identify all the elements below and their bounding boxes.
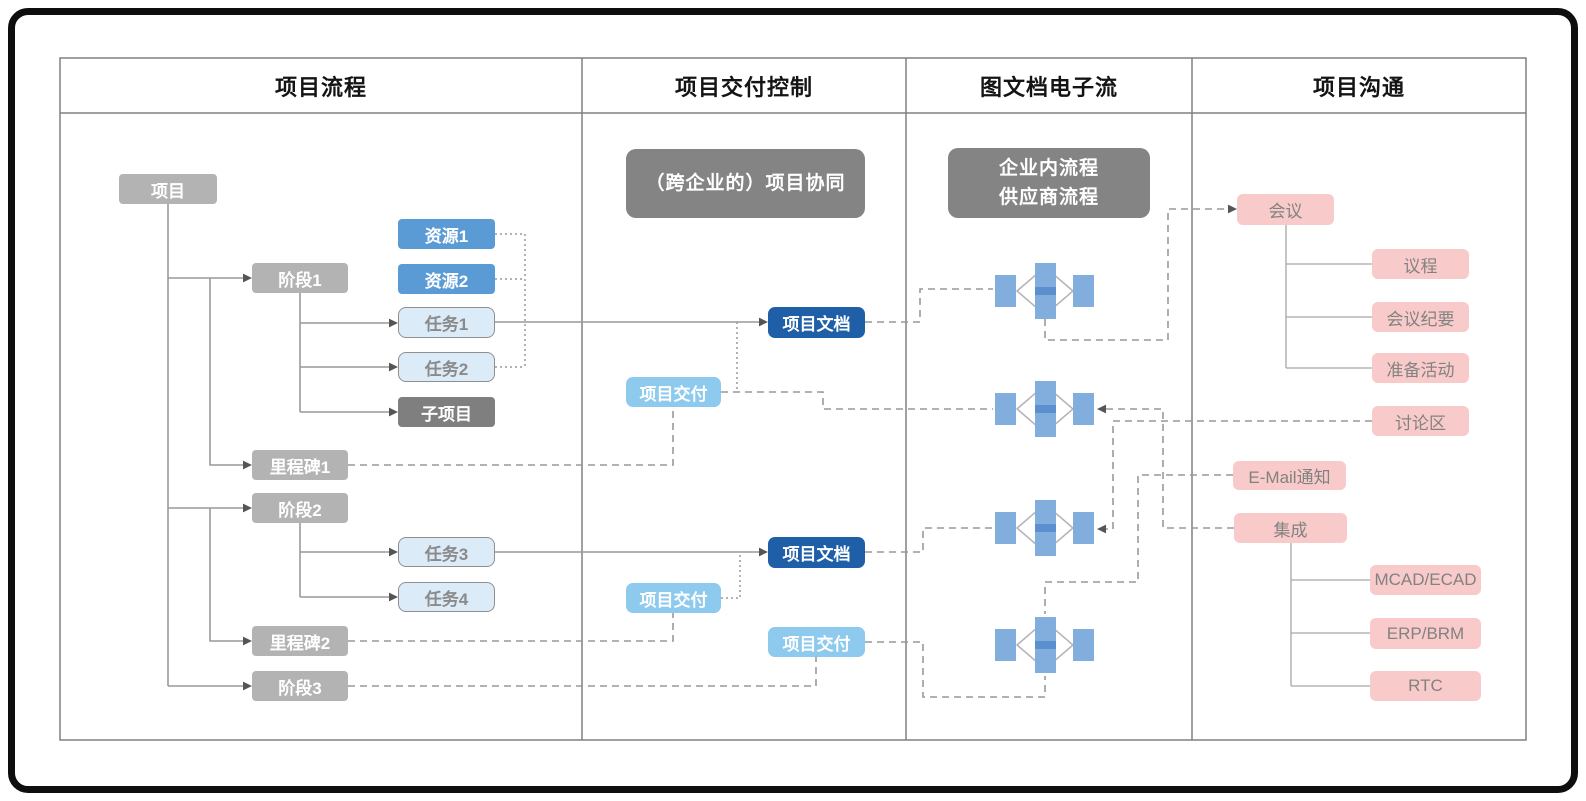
node-mcad-ecad: MCAD/ECAD: [1370, 565, 1481, 595]
banner-internal-supplier-flow: 企业内流程 供应商流程: [948, 148, 1150, 218]
dotted-links: [495, 233, 741, 599]
node-milestone1: 里程碑1: [252, 450, 348, 480]
node-task1: 任务1: [398, 307, 495, 338]
communication-tree-lines: [1285, 225, 1372, 687]
project-tree-lines: [167, 204, 759, 687]
node-subproject: 子项目: [398, 397, 495, 427]
doc-flow-icon-1: [995, 263, 1094, 319]
node-resource2: 资源2: [398, 264, 495, 294]
node-integration: 集成: [1234, 513, 1347, 543]
node-task2: 任务2: [398, 352, 495, 382]
node-preparation: 准备活动: [1372, 353, 1469, 383]
node-project-doc-1: 项目文档: [768, 307, 865, 338]
node-resource1: 资源1: [398, 219, 495, 249]
column-header-delivery-control: 项目交付控制: [674, 74, 813, 100]
node-task3: 任务3: [398, 537, 495, 567]
node-milestone2: 里程碑2: [252, 626, 348, 656]
outer-frame: [8, 8, 1578, 793]
node-erp-brm: ERP/BRM: [1370, 618, 1481, 649]
node-phase3: 阶段3: [252, 671, 348, 701]
arrowheads: [243, 204, 1237, 691]
node-project-delivery-3: 项目交付: [768, 627, 865, 657]
node-meeting: 会议: [1237, 194, 1334, 225]
node-email-notice: E-Mail通知: [1233, 461, 1346, 490]
node-project-delivery-1: 项目交付: [626, 377, 721, 407]
banner-supplier-flow-line2: 供应商流程: [998, 187, 1099, 208]
node-discussion: 讨论区: [1372, 406, 1469, 436]
node-agenda: 议程: [1372, 249, 1469, 279]
column-header-doc-eflow: 图文档电子流: [979, 74, 1118, 100]
node-task4: 任务4: [398, 582, 495, 612]
node-meeting-minutes: 会议纪要: [1372, 302, 1469, 332]
node-rtc: RTC: [1370, 671, 1481, 701]
node-project-doc-2: 项目文档: [768, 537, 865, 568]
banner-internal-flow-line1: 企业内流程: [998, 157, 1099, 179]
node-phase1: 阶段1: [252, 263, 348, 293]
node-project: 项目: [119, 174, 217, 204]
doc-flow-icons: [995, 263, 1094, 673]
column-header-communication: 项目沟通: [1312, 74, 1405, 100]
dashed-links: [348, 208, 1372, 698]
doc-flow-icon-2: [995, 381, 1094, 437]
column-header-project-process: 项目流程: [274, 74, 367, 100]
doc-flow-icon-3: [995, 500, 1094, 556]
node-project-delivery-2: 项目交付: [626, 583, 721, 613]
doc-flow-icon-4: [995, 617, 1094, 673]
node-phase2: 阶段2: [252, 493, 348, 523]
banner-cross-enterprise-collaboration: （跨企业的）项目协同: [626, 149, 865, 218]
table-grid: [59, 57, 1527, 741]
